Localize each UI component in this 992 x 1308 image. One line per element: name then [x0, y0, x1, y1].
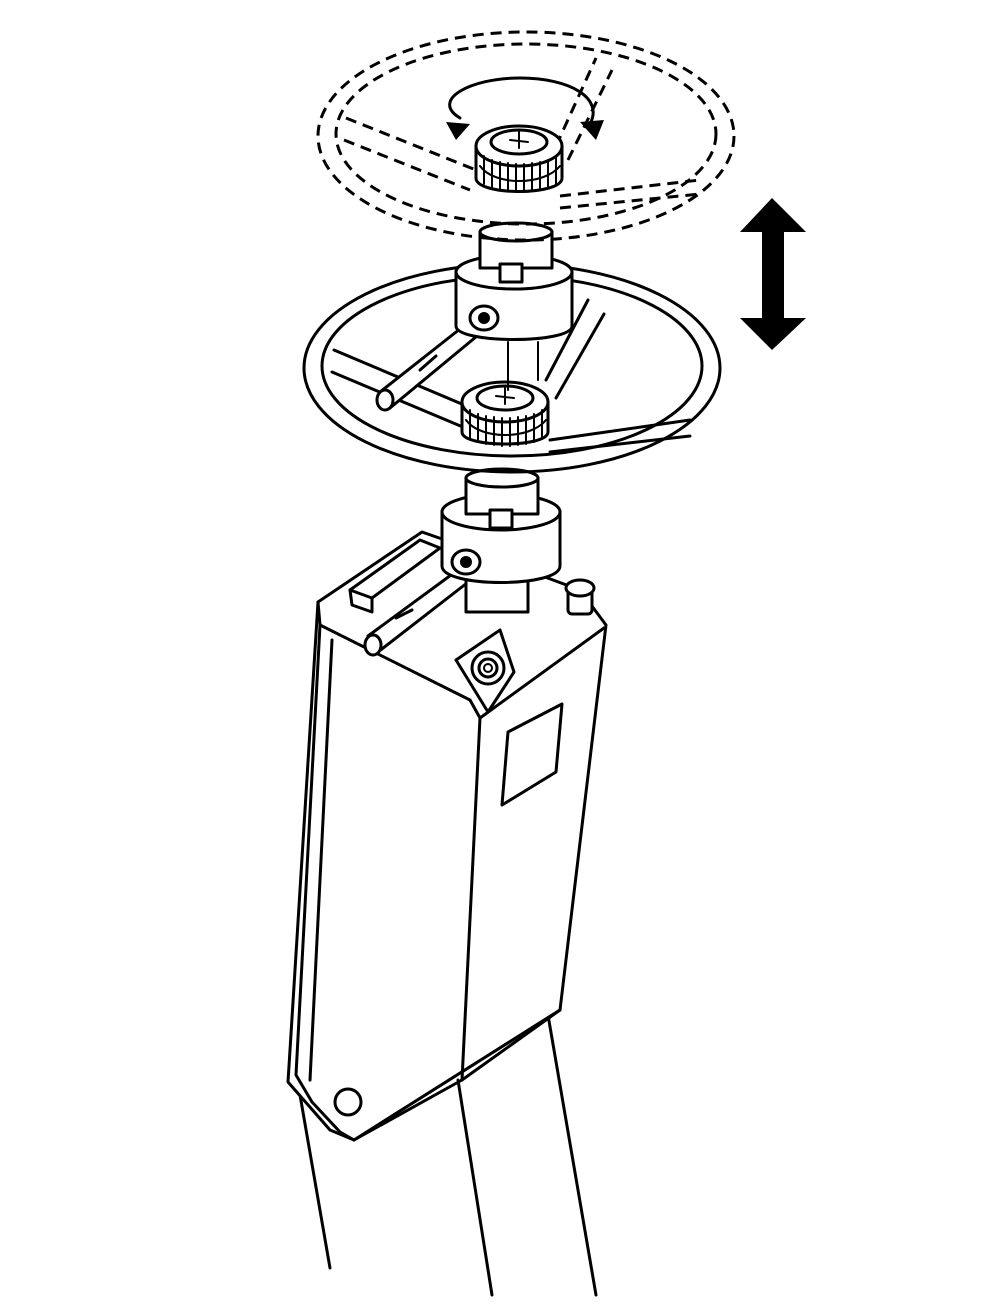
double-headed-vertical-arrow-icon: [740, 198, 806, 350]
steering-wheel-upper-phantom: [316, 30, 736, 242]
lower-shaft-adapter: [440, 467, 562, 614]
column-housing: [286, 530, 608, 1142]
column-tube: [298, 1013, 598, 1297]
rotation-arrow-icon: [446, 76, 604, 140]
